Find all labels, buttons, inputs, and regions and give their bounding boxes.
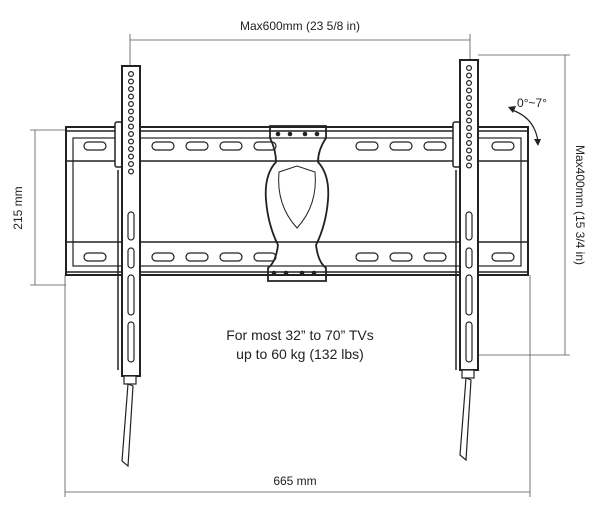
rail-slot [83,252,107,262]
mount-frame [65,126,529,276]
rail-slot [151,252,175,262]
rail-slot [491,252,515,262]
rail-slot [83,141,107,151]
tilt-indicator: 0°~7° [508,96,547,146]
rail-slot [219,141,243,151]
dimension-top: Max600mm (23 5/8 in) [129,19,471,68]
safety-strap [121,383,134,468]
rail-slot [423,252,447,262]
right-height-label: Max400mm (15 3/4 in) [573,145,587,265]
dimension-right: Max400mm (15 3/4 in) [478,54,587,356]
top-rail [65,130,529,162]
rail-slot [185,252,209,262]
rail-slot [389,141,413,151]
note-line-2: up to 60 kg (132 lbs) [236,346,364,362]
dimension-left: 215 mm [11,129,66,286]
rail-slot [253,141,277,151]
dimension-bottom: 665 mm [64,275,531,497]
rail-slot [253,252,277,262]
center-plate [264,125,330,282]
left-height-label: 215 mm [11,186,25,229]
vertical-arm [452,59,479,462]
rail-slot [355,141,379,151]
safety-strap [459,377,472,462]
rail-slot [219,252,243,262]
rail-slot [389,252,413,262]
rail-slot [151,141,175,151]
tilt-arrow-icon [508,106,541,146]
rail-slot [491,141,515,151]
rail-slot [185,141,209,151]
top-width-label: Max600mm (23 5/8 in) [240,19,360,33]
vertical-arm [114,65,141,468]
tilt-label: 0°~7° [517,96,547,110]
note-line-1: For most 32” to 70” TVs [226,327,374,343]
shield-icon [278,165,316,229]
bottom-width-label: 665 mm [273,474,316,488]
rail-slot [355,252,379,262]
rail-slot [423,141,447,151]
bottom-rail [65,241,529,273]
